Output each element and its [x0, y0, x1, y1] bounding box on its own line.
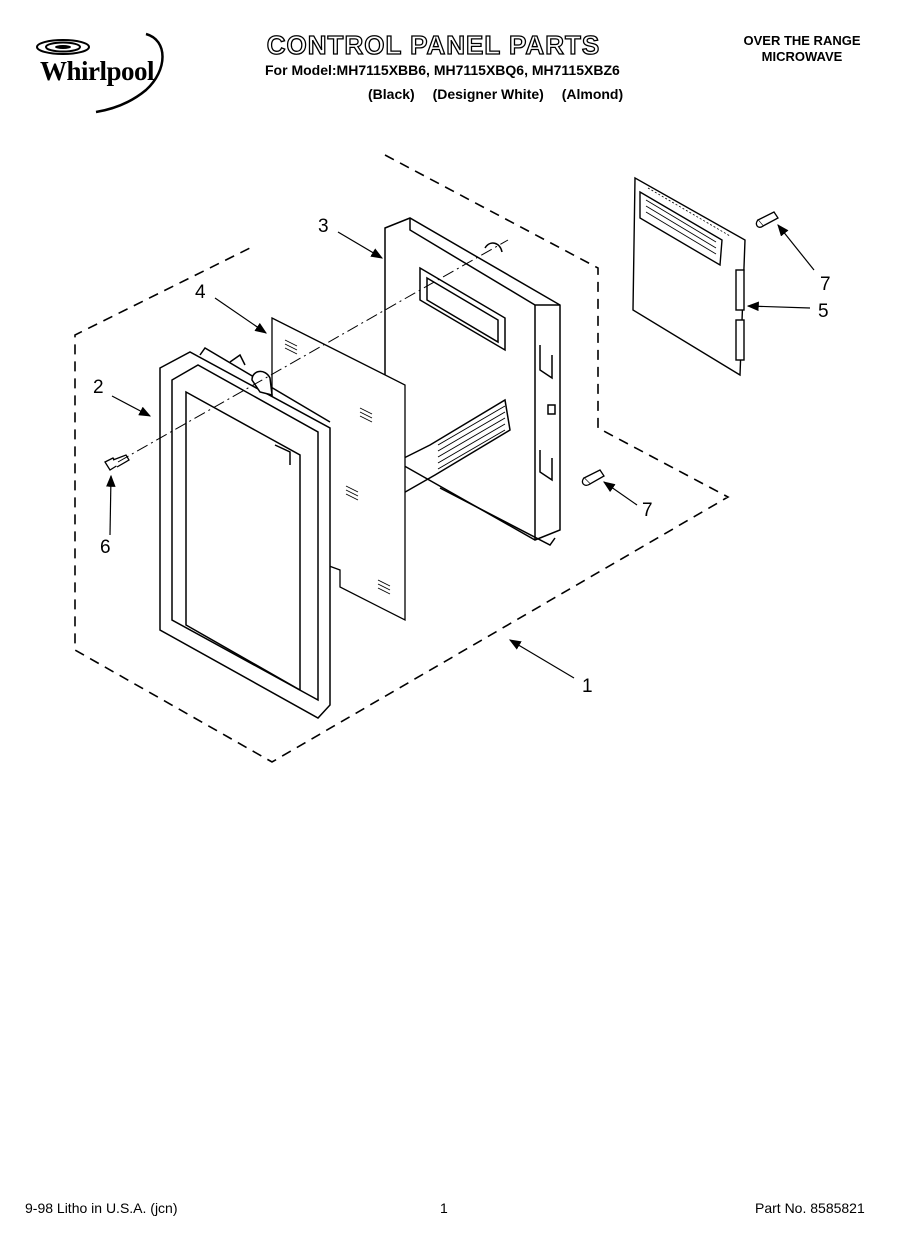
litho-note: 9-98 Litho in U.S.A. (jcn): [25, 1200, 178, 1216]
callout-7-board-screw: 7: [820, 274, 831, 295]
control-circuit-board: [632, 176, 746, 377]
callout-3: 3: [318, 216, 329, 237]
screw-part-7-board: [755, 211, 779, 228]
callout-5: 5: [818, 301, 829, 322]
callout-7-housing-screw: 7: [642, 500, 653, 521]
whirlpool-swirl-icon: [36, 32, 164, 114]
part-number: Part No. 8585821: [755, 1200, 865, 1216]
category-line-1: OVER THE RANGE: [743, 33, 861, 48]
brand-name: Whirlpool: [40, 56, 155, 86]
variant-designer-white: (Designer White): [432, 86, 544, 102]
page-number: 1: [440, 1200, 448, 1216]
callout-1: 1: [582, 676, 593, 697]
assembly-boundary: [74, 154, 730, 763]
variant-almond: (Almond): [561, 86, 624, 102]
callout-6: 6: [100, 537, 111, 558]
model-line: For Model:MH7115XBB6, MH7115XBQ6, MH7115…: [265, 62, 620, 78]
alignment-line: [117, 239, 509, 463]
variant-black: (Black): [368, 86, 415, 102]
page-title: CONTROL PANEL PARTS: [266, 29, 601, 60]
control-housing: [384, 217, 561, 546]
product-category: OVER THE RANGE MICROWAVE: [722, 33, 882, 65]
leader-arrows: [106, 224, 815, 679]
color-variants: (Black) (Designer White) (Almond): [368, 86, 637, 102]
screw-part-7-housing: [581, 469, 605, 486]
callout-4: 4: [195, 282, 206, 303]
control-frame: [159, 347, 331, 719]
callout-2: 2: [93, 377, 104, 398]
whirlpool-logo: Whirlpool: [28, 30, 188, 115]
category-line-2: MICROWAVE: [761, 49, 843, 64]
